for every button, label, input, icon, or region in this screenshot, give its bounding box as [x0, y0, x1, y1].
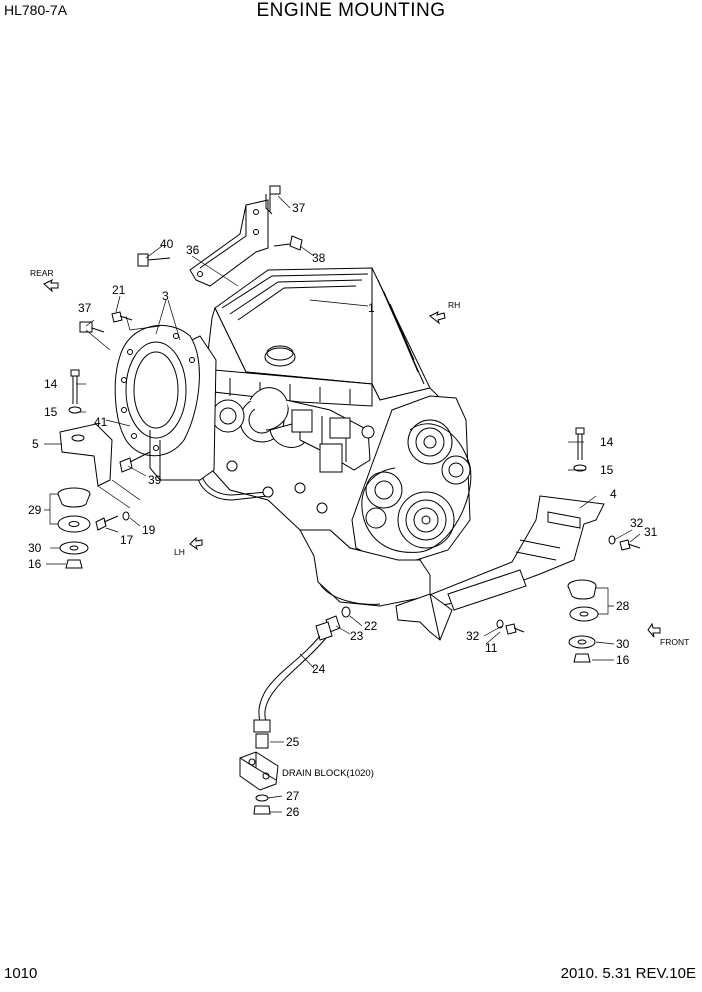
callout-38: 38 [312, 251, 326, 265]
flywheel-housing [114, 324, 217, 481]
callout-28: 28 [616, 599, 630, 613]
callout-numbers: 1 3 4 5 11 14 14 15 15 16 16 17 19 21 22… [28, 201, 658, 819]
direction-rh: RH [429, 300, 460, 325]
drain-hose-assembly [239, 606, 351, 815]
callout-5: 5 [32, 437, 39, 451]
direction-lh: LH [174, 536, 203, 557]
callout-3: 3 [162, 289, 169, 303]
callout-41: 41 [94, 415, 108, 429]
callout-24: 24 [312, 662, 326, 676]
callout-16-left: 16 [28, 557, 42, 571]
bolt-37-left [79, 321, 105, 333]
direction-front: FRONT [647, 622, 689, 647]
bolt-38 [273, 235, 303, 251]
callout-21: 21 [112, 283, 126, 297]
page-title: ENGINE MOUNTING [256, 0, 446, 21]
bracket-36 [189, 199, 269, 287]
front-mount-bracket [395, 495, 605, 641]
page-number: 1010 [4, 965, 38, 982]
callout-27: 27 [286, 789, 300, 803]
callout-22: 22 [364, 619, 378, 633]
svg-text:RH: RH [448, 300, 460, 310]
callout-14-right: 14 [600, 435, 614, 449]
svg-text:LH: LH [174, 547, 185, 557]
callout-26: 26 [286, 805, 300, 819]
leader-lines [44, 195, 641, 813]
model-code: HL780-7A [4, 2, 68, 18]
callout-32-right: 32 [630, 516, 644, 530]
bolt-37-top [265, 185, 281, 215]
callout-19: 19 [142, 523, 156, 537]
callout-1: 1 [368, 301, 375, 315]
callout-16-right: 16 [616, 653, 630, 667]
callout-40: 40 [160, 237, 174, 251]
callout-23: 23 [350, 629, 364, 643]
left-mount-stack [57, 369, 130, 569]
callout-29: 29 [28, 503, 42, 517]
callout-30-right: 30 [616, 637, 630, 651]
callout-4: 4 [610, 487, 617, 501]
right-mount-stack [496, 427, 641, 663]
callout-36: 36 [186, 243, 200, 257]
callout-25: 25 [286, 735, 300, 749]
bolt-21 [111, 311, 133, 323]
svg-text:FRONT: FRONT [660, 637, 689, 647]
callout-11: 11 [485, 641, 498, 655]
direction-rear: REAR [30, 268, 59, 293]
callout-14-left: 14 [44, 377, 58, 391]
callout-39: 39 [148, 473, 162, 487]
bolt-39 [119, 451, 151, 473]
callout-17: 17 [120, 533, 134, 547]
callout-32-left: 32 [466, 629, 480, 643]
callout-15-right: 15 [600, 463, 614, 477]
bolt-40 [137, 253, 171, 267]
svg-text:REAR: REAR [30, 268, 54, 278]
callout-15-left: 15 [44, 405, 58, 419]
callout-37-top: 37 [292, 201, 306, 215]
drain-block-label: DRAIN BLOCK(1020) [282, 768, 374, 779]
engine-assembly [195, 267, 472, 607]
callout-31: 31 [644, 525, 658, 539]
callout-30-left: 30 [28, 541, 42, 555]
callout-37-left: 37 [78, 301, 92, 315]
revision-date: 2010. 5.31 REV.10E [560, 965, 696, 982]
